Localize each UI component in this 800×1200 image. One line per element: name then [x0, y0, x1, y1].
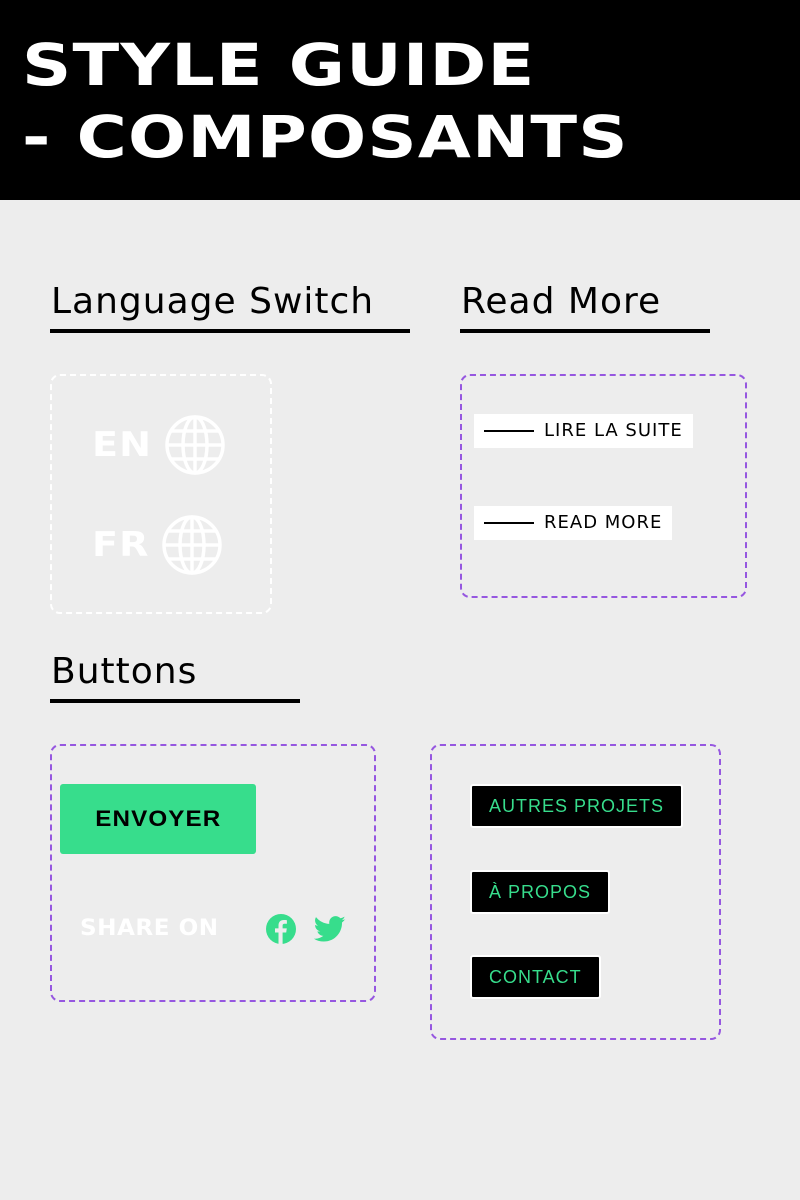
read-more-label: READ MORE [544, 512, 663, 533]
button-label: AUTRES PROJETS [489, 796, 665, 816]
section-underline [50, 699, 300, 703]
language-switch-box: EN FR [50, 374, 272, 614]
section-title-buttons: Buttons [51, 651, 198, 692]
globe-icon [162, 515, 223, 575]
primary-buttons-box [50, 744, 376, 1002]
about-button[interactable]: À PROPOS [470, 870, 611, 914]
page-title-line-2: - COMPOSANTS [22, 103, 629, 171]
read-more-link-fr[interactable]: LIRE LA SUITE [474, 414, 693, 448]
language-code: EN [92, 425, 153, 465]
section-underline [50, 329, 410, 333]
language-code: FR [92, 525, 150, 565]
twitter-icon[interactable] [314, 913, 346, 945]
language-option-en[interactable]: EN [92, 414, 226, 476]
link-line-decoration [484, 522, 534, 524]
share-on-label: SHARE ON [80, 916, 219, 941]
read-more-link-en[interactable]: READ MORE [474, 506, 673, 540]
send-button[interactable]: ENVOYER [60, 784, 256, 854]
section-title-read-more: Read More [461, 281, 662, 322]
link-line-decoration [484, 430, 534, 432]
read-more-box [460, 374, 747, 598]
page-header: STYLE GUIDE - COMPOSANTS [0, 0, 800, 200]
button-label: CONTACT [489, 967, 582, 987]
other-projects-button[interactable]: AUTRES PROJETS [470, 784, 684, 828]
send-button-label: ENVOYER [94, 806, 222, 831]
section-title-language-switch: Language Switch [51, 281, 375, 322]
nav-buttons-box [430, 744, 721, 1040]
button-label: À PROPOS [489, 882, 592, 902]
globe-icon [164, 415, 225, 475]
contact-button[interactable]: CONTACT [470, 955, 601, 999]
language-option-fr[interactable]: FR [92, 514, 223, 576]
read-more-label: LIRE LA SUITE [544, 420, 683, 441]
page-title-line-1: STYLE GUIDE [22, 31, 536, 99]
section-underline [460, 329, 710, 333]
facebook-icon[interactable] [265, 913, 297, 945]
